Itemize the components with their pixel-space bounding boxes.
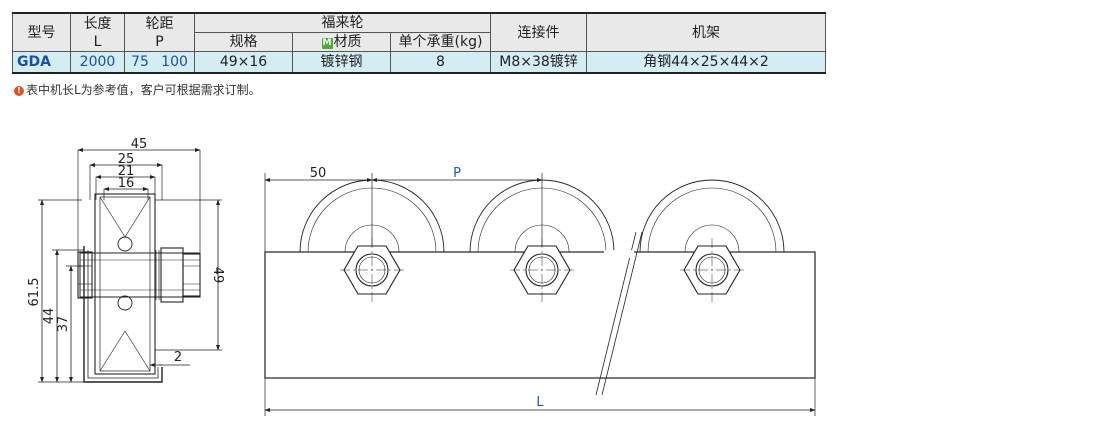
front-view-labels: 50 P L bbox=[310, 166, 545, 410]
dim-l: L bbox=[536, 395, 544, 410]
header-pitch: 轮距 P bbox=[124, 12, 195, 52]
header-spec: 规格 bbox=[194, 32, 293, 52]
front-view bbox=[264, 173, 816, 416]
header-pitch-symbol: P bbox=[155, 33, 164, 50]
header-model: 型号 bbox=[12, 12, 71, 52]
dim-25: 25 bbox=[118, 152, 135, 167]
dim-61-5: 61.5 bbox=[27, 278, 42, 307]
footnote: !表中机长L为参考值，客户可根据需求订制。 bbox=[14, 81, 261, 98]
side-view-labels: 45 25 21 16 61.5 44 37 49 2 bbox=[27, 137, 225, 365]
dim-50: 50 bbox=[310, 166, 327, 181]
dim-p: P bbox=[453, 166, 461, 181]
dim-37: 37 bbox=[56, 316, 71, 333]
cell-length: 2000 bbox=[70, 51, 125, 74]
cell-pitch-b: 100 bbox=[161, 54, 188, 70]
dim-16: 16 bbox=[118, 176, 135, 191]
footnote-text: 表中机长L为参考值，客户可根据需求订制。 bbox=[26, 83, 261, 97]
header-load: 单个承重(kg) bbox=[389, 32, 492, 52]
side-view bbox=[38, 148, 222, 383]
material-badge-icon: M bbox=[321, 38, 333, 49]
dim-49: 49 bbox=[210, 267, 225, 284]
cell-frame: 角钢44×25×44×2 bbox=[586, 51, 827, 74]
dim-44: 44 bbox=[42, 308, 57, 325]
dim-21: 21 bbox=[118, 164, 135, 179]
header-frame: 机架 bbox=[586, 12, 827, 52]
cell-pitch: 75 100 bbox=[124, 51, 195, 74]
cell-pitch-a: 75 bbox=[131, 54, 149, 70]
cell-material: 镀锌钢 bbox=[292, 51, 391, 74]
header-length-symbol: L bbox=[93, 33, 102, 50]
header-length-label: 长度 bbox=[83, 15, 112, 32]
cell-model: GDA bbox=[12, 51, 71, 74]
warning-icon: ! bbox=[14, 86, 24, 96]
dim-2: 2 bbox=[174, 350, 182, 365]
table-row: GDA 2000 75 100 49×16 镀锌钢 8 M8×38镀锌 角钢44… bbox=[12, 51, 827, 74]
header-connector: 连接件 bbox=[490, 12, 588, 52]
cell-load: 8 bbox=[389, 51, 492, 74]
cell-connector: M8×38镀锌 bbox=[490, 51, 588, 74]
dim-45: 45 bbox=[131, 137, 148, 152]
header-pitch-label: 轮距 bbox=[145, 15, 174, 32]
header-material-label: 材质 bbox=[333, 34, 362, 50]
